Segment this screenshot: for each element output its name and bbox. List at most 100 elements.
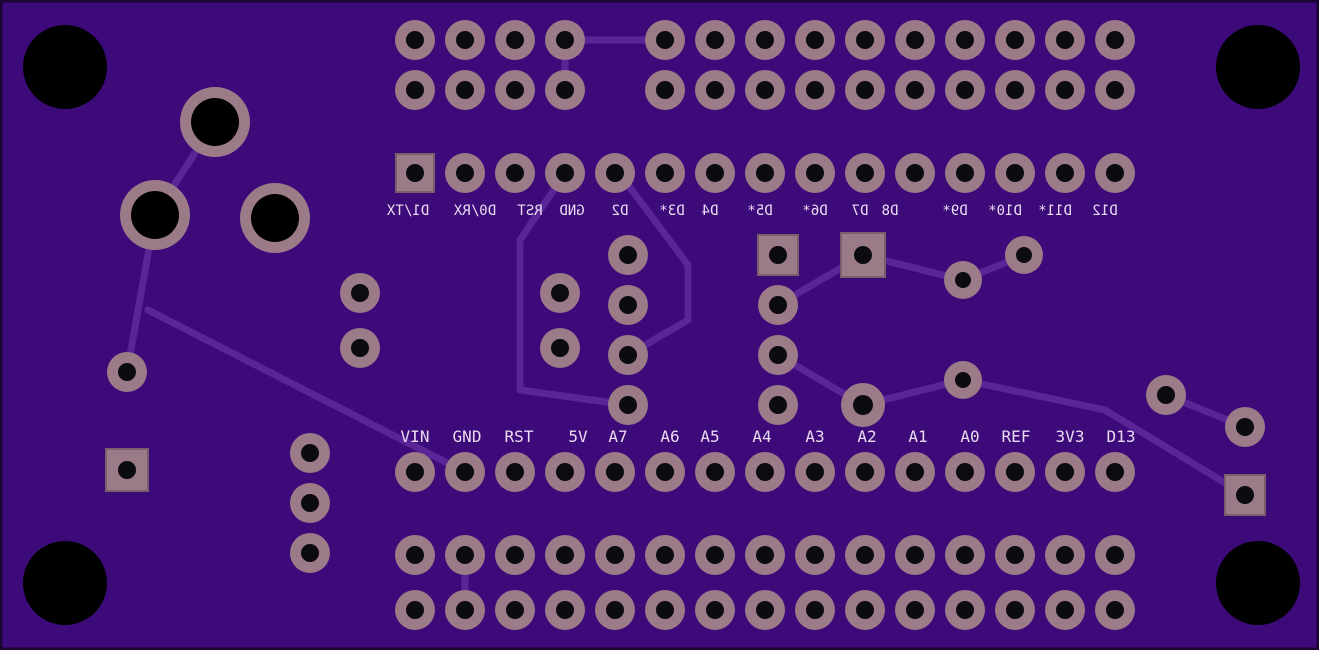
socket-top-pad-hole — [806, 164, 824, 182]
silk-label-top: D8 — [882, 203, 899, 219]
header-bottom-pad-hole — [956, 546, 974, 564]
silk-label-top: D10* — [988, 203, 1022, 219]
silk-label-bottom: 5V — [568, 427, 588, 446]
header-top-pad-hole — [656, 81, 674, 99]
header-bottom-pad-hole — [706, 601, 724, 619]
header-bottom-pad-hole — [1006, 601, 1024, 619]
silk-label-top: D6* — [802, 203, 827, 219]
header-bottom-pad-hole — [606, 546, 624, 564]
socket-bottom-pad-hole — [956, 463, 974, 481]
header-top-pad-hole — [556, 81, 574, 99]
socket-top-pad-hole — [656, 164, 674, 182]
ic-pad-hole — [619, 296, 637, 314]
socket-top-pad-hole — [606, 164, 624, 182]
diode-square-pad-hole — [854, 246, 872, 264]
led-pad-hole — [118, 363, 136, 381]
connector-square-pad-hole — [1236, 486, 1254, 504]
header-top-pad-hole — [556, 31, 574, 49]
header-bottom-pad-hole — [806, 546, 824, 564]
header-bottom-pad-hole — [906, 546, 924, 564]
silk-label-bottom: VIN — [401, 427, 430, 446]
silk-label-bottom: A6 — [660, 427, 679, 446]
header-top-pad-hole — [406, 81, 424, 99]
header-bottom-pad-hole — [1106, 546, 1124, 564]
header-top-pad-hole — [706, 31, 724, 49]
header-top-pad-hole — [856, 31, 874, 49]
silk-label-top: D4 — [702, 203, 719, 219]
header-bottom-pad-hole — [1106, 601, 1124, 619]
socket-top-pad-hole — [1106, 164, 1124, 182]
silk-label-top: RST — [517, 203, 543, 219]
header-top-pad-hole — [956, 31, 974, 49]
silk-label-bottom: A4 — [752, 427, 771, 446]
socket-bottom-pad-hole — [806, 463, 824, 481]
connector-pad-hole — [1236, 418, 1254, 436]
diode-pad-hole — [853, 395, 873, 415]
header-bottom-pad-hole — [856, 601, 874, 619]
silk-label-bottom: A3 — [805, 427, 824, 446]
ic-pad-hole — [619, 346, 637, 364]
resistor-pad-hole — [1016, 247, 1032, 263]
silk-label-top: D9* — [942, 203, 967, 219]
socket-top-pad-hole — [906, 164, 924, 182]
resistor-pad-hole — [955, 372, 971, 388]
header-bottom-pad-hole — [506, 546, 524, 564]
header-bottom-pad-hole — [456, 546, 474, 564]
header-top-pad-hole — [1106, 81, 1124, 99]
header-bottom-pad-hole — [1056, 546, 1074, 564]
regulator-pad-hole — [769, 346, 787, 364]
regulator-pad-hole — [769, 296, 787, 314]
socket-top-pad-hole — [1006, 164, 1024, 182]
header-bottom-pad-hole — [656, 546, 674, 564]
header-bottom-pad-hole — [906, 601, 924, 619]
header-top-pad-hole — [456, 81, 474, 99]
silk-label-bottom: GND — [453, 427, 482, 446]
socket-top-pad-hole — [456, 164, 474, 182]
socket-bottom-pad-hole — [606, 463, 624, 481]
socket-top-pad-hole — [956, 164, 974, 182]
socket-bottom-pad-hole — [856, 463, 874, 481]
header-bottom-pad-hole — [606, 601, 624, 619]
barrel-jack-pads — [120, 87, 310, 253]
header-top-pad-hole — [956, 81, 974, 99]
header-top-pad-hole — [856, 81, 874, 99]
header-top-pad-hole — [806, 31, 824, 49]
silk-label-top: D11* — [1038, 203, 1072, 219]
header-bottom-pad-hole — [506, 601, 524, 619]
socket-bottom-pad-hole — [1056, 463, 1074, 481]
socket-bottom-pad-hole — [506, 463, 524, 481]
silk-label-top: D3* — [659, 203, 684, 219]
header-bottom-pad-hole — [456, 601, 474, 619]
socket-pin-1-pad-hole — [406, 164, 424, 182]
silkscreen-top-labels: D12D11*D10*D9*D8D7D6*D5*D4D3*D2GNDRSTD0/… — [386, 203, 1117, 219]
header-bottom-pad-hole — [956, 601, 974, 619]
switch-pad-hole — [301, 444, 319, 462]
header-bottom-pad-hole — [406, 546, 424, 564]
header-bottom-pad-hole — [656, 601, 674, 619]
socket-bottom-pad-hole — [456, 463, 474, 481]
header-bottom-pad-hole — [806, 601, 824, 619]
silk-label-top: D5* — [747, 203, 772, 219]
resistor-pad-hole — [955, 272, 971, 288]
header-top-pad-hole — [1056, 31, 1074, 49]
header-bottom-pad-hole — [406, 601, 424, 619]
socket-bottom-pad-hole — [1106, 463, 1124, 481]
switch-pad-hole — [301, 494, 319, 512]
silk-label-bottom: REF — [1002, 427, 1031, 446]
header-top-pad-hole — [1006, 31, 1024, 49]
silk-label-top: D7 — [852, 203, 869, 219]
socket-bottom-pad-hole — [906, 463, 924, 481]
socket-top-pad-hole — [556, 164, 574, 182]
connector-pad-hole — [1157, 386, 1175, 404]
ic-pad-hole — [619, 246, 637, 264]
silk-label-bottom: A7 — [608, 427, 627, 446]
silk-label-top: D1/TX — [386, 203, 429, 219]
mounting-holes — [23, 25, 1300, 625]
header-top-pad-hole — [906, 81, 924, 99]
cap-pad-hole — [551, 339, 569, 357]
header-bottom-pad-hole — [756, 546, 774, 564]
header-top-pad-hole — [656, 31, 674, 49]
socket-top-pad-hole — [856, 164, 874, 182]
header-bottom-pad-hole — [556, 546, 574, 564]
